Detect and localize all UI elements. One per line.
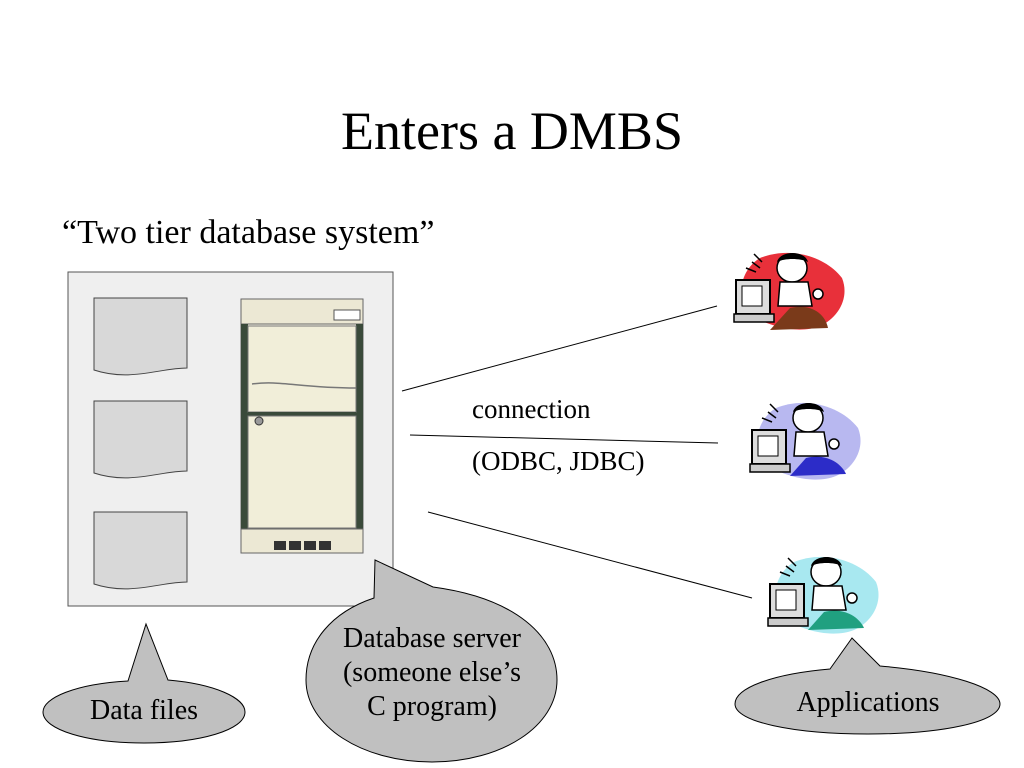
connection-line-app-3 xyxy=(427,511,753,599)
application-user-icon xyxy=(733,252,845,330)
connection-line-app-1 xyxy=(401,305,718,392)
applications-label: Applications xyxy=(796,687,940,718)
slide-title: Enters a DMBS xyxy=(341,101,683,161)
applications-callout xyxy=(734,637,1001,735)
application-user-icon xyxy=(749,402,861,480)
data-file-document-icon xyxy=(93,400,188,479)
database-server-line-1: Database server xyxy=(342,623,521,654)
server-cabinet-icon xyxy=(240,298,364,554)
database-server-callout xyxy=(305,559,558,763)
data-file-document-icon xyxy=(93,511,188,590)
database-server-label: Database server (someone else’s C progra… xyxy=(316,622,548,724)
slide-subtitle: “Two tier database system” xyxy=(62,214,435,251)
data-files-label: Data files xyxy=(89,695,199,726)
data-files-callout xyxy=(42,622,246,744)
application-user-icon xyxy=(767,556,879,634)
data-file-document-icon xyxy=(93,297,188,376)
connection-label: connection xyxy=(472,394,591,424)
database-server-line-2: (someone else’s xyxy=(342,657,522,688)
connection-protocols-label: (ODBC, JDBC) xyxy=(472,446,645,476)
database-server-line-3: C program) xyxy=(367,691,497,722)
connection-line-app-2 xyxy=(409,434,719,444)
